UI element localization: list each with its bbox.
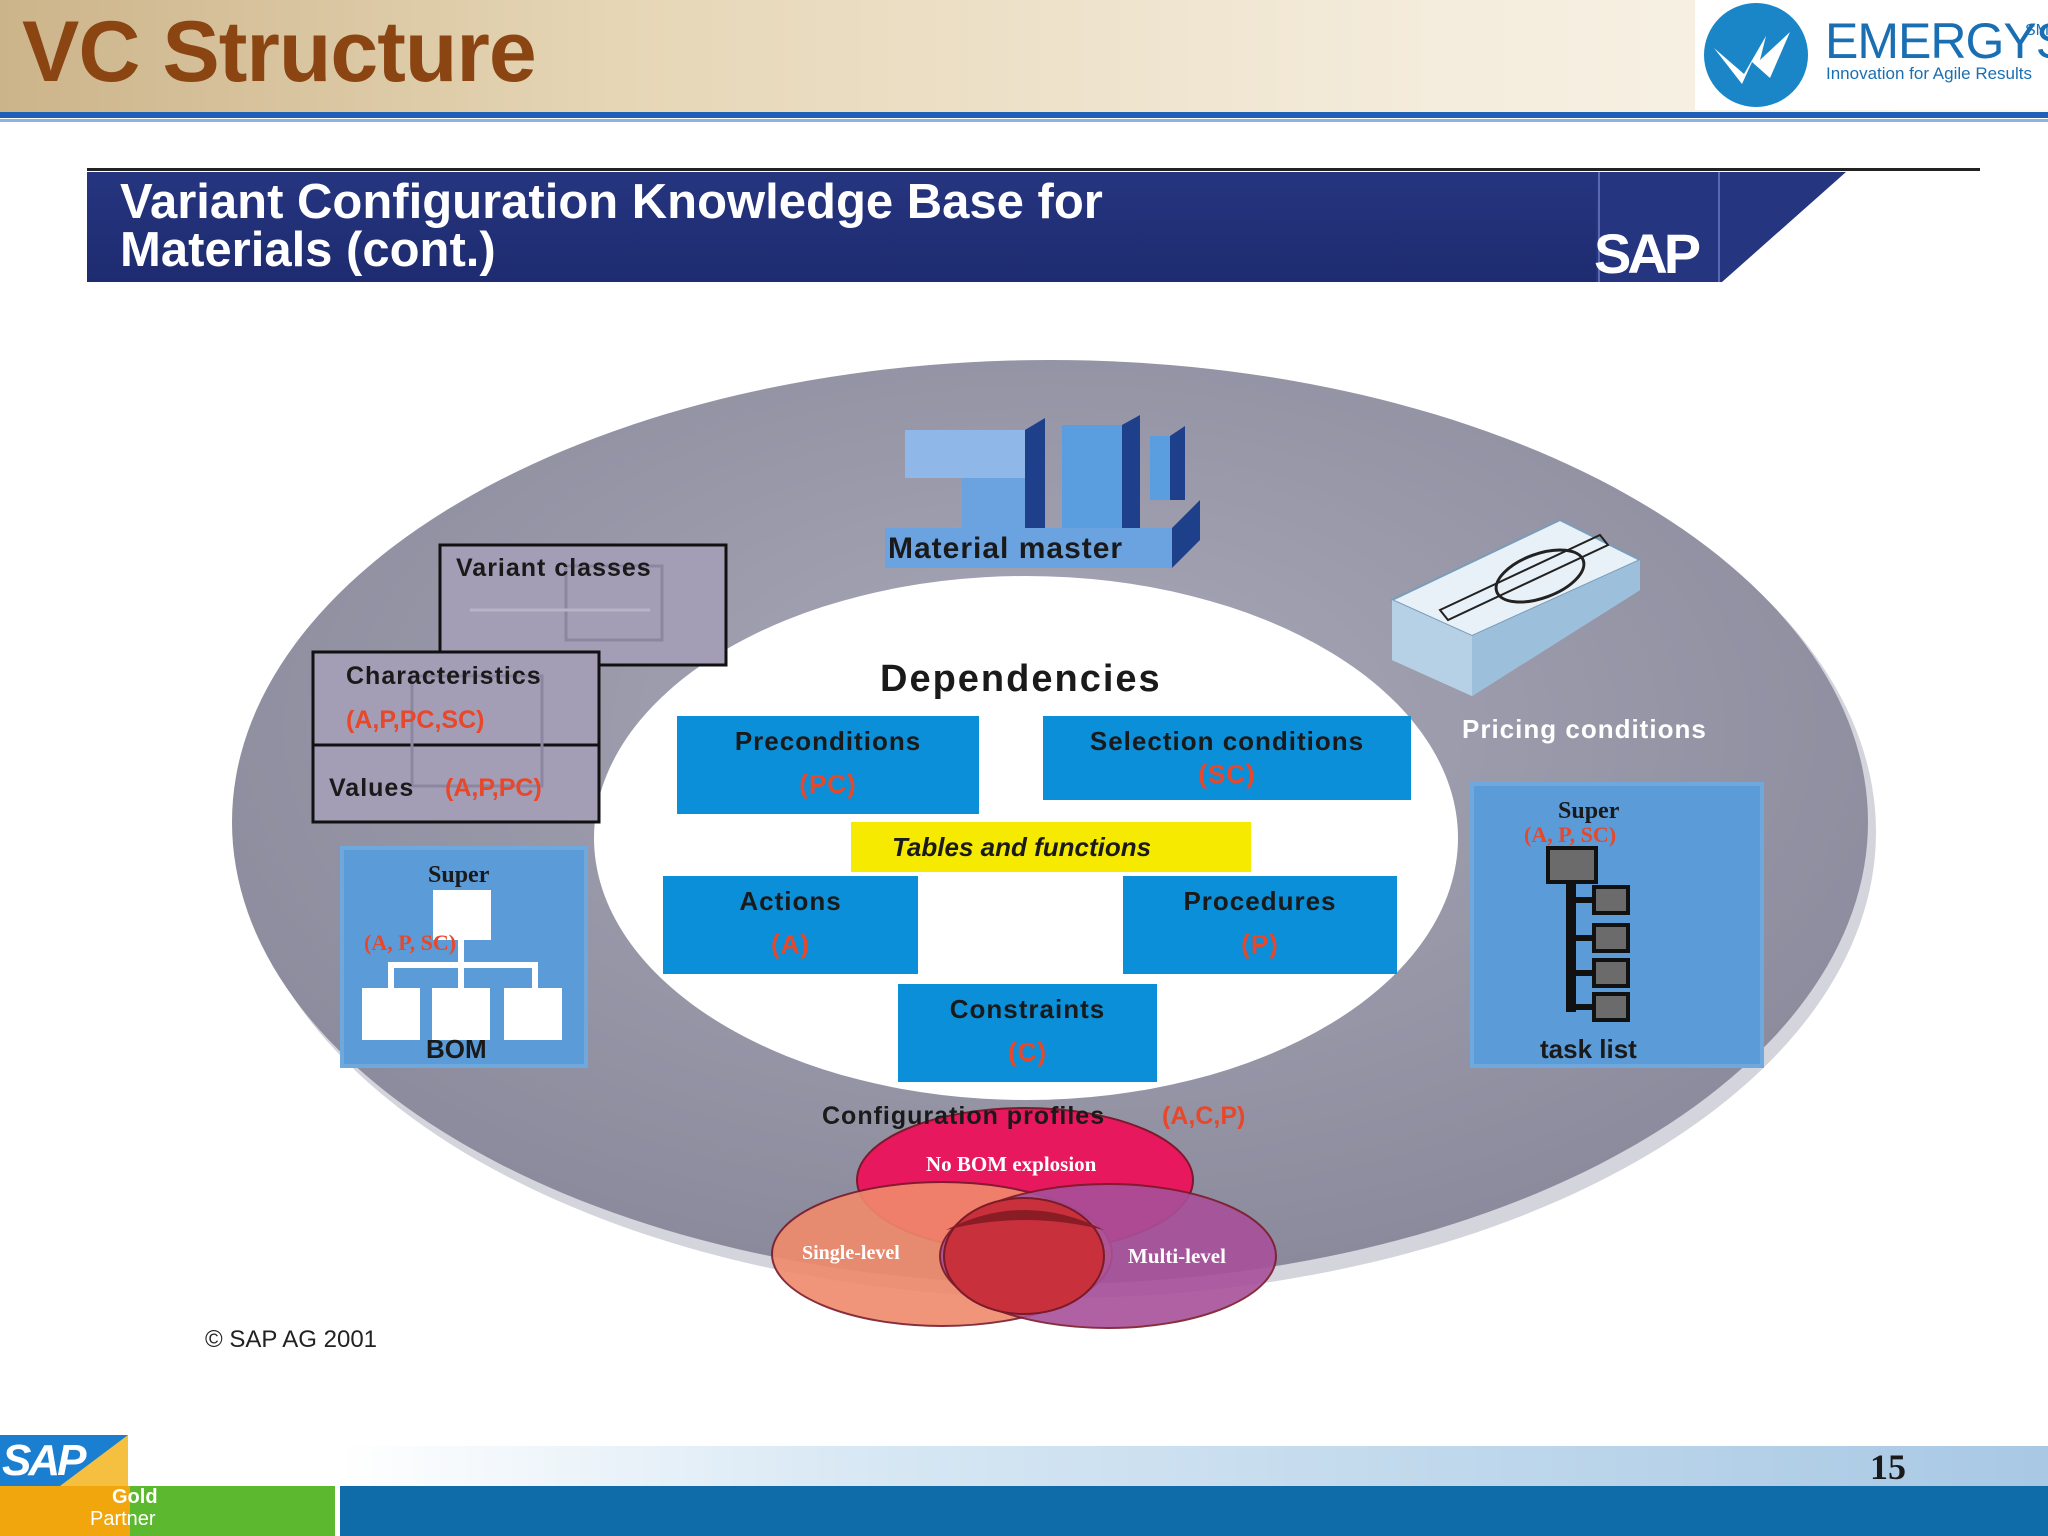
characteristics-codes: (A,P,PC,SC): [346, 706, 485, 734]
venn-multi-level-label: Multi-level: [1128, 1244, 1226, 1268]
preconditions-code: (PC): [799, 769, 857, 799]
configuration-venn: [771, 1107, 1277, 1329]
constraints-box: Constraints (C): [898, 984, 1157, 1082]
footer-bar: [340, 1486, 2048, 1536]
pricing-conditions-label: Pricing conditions: [1462, 714, 1707, 744]
content-banner: [87, 172, 1597, 282]
actions-box: Actions (A): [663, 876, 918, 974]
procedures-code: (P): [1241, 929, 1279, 959]
characteristics-label: Characteristics: [346, 662, 542, 690]
preconditions-label: Preconditions: [734, 726, 922, 756]
header-divider-light: [0, 119, 2048, 122]
logo-name: EMERGYS: [1825, 13, 2048, 69]
dependencies-title: Dependencies: [880, 658, 1162, 700]
actions-code: (A): [770, 929, 811, 959]
banner-top-rule: [87, 168, 1980, 171]
selection-conditions-code: (SC): [1198, 759, 1256, 789]
bom-tree-icon: [362, 890, 562, 1040]
bom-label: BOM: [426, 1034, 487, 1064]
sap-gold-partner-icon: [0, 1435, 130, 1536]
values-codes: (A,P,PC): [445, 774, 542, 802]
material-master-label: Material master: [888, 532, 1124, 565]
footer-partner-label: Partner: [90, 1508, 156, 1530]
footer-sap-logo: SAP: [2, 1436, 87, 1485]
preconditions-box: Preconditions (PC): [677, 716, 979, 814]
logo-service-mark: SM: [2025, 22, 2048, 39]
copyright-text: © SAP AG 2001: [205, 1326, 378, 1353]
footer-gold-label: Gold: [112, 1486, 158, 1508]
configuration-profiles-label: Configuration profiles: [822, 1102, 1106, 1130]
footer-gradient-band: [340, 1446, 2048, 1486]
banner-sap-logo: SAP: [1594, 222, 1701, 285]
constraints-label: Constraints: [949, 994, 1106, 1024]
material-master-icon: [885, 415, 1200, 568]
selection-conditions-box: Selection conditions (SC): [1043, 716, 1411, 800]
emergys-logo-mark-icon: [1704, 3, 1808, 107]
banner-title-line2: Materials (cont.): [120, 223, 496, 277]
task-list-label: task list: [1540, 1034, 1637, 1064]
variant-classes-label: Variant classes: [456, 554, 652, 582]
venn-single-level-label: Single-level: [802, 1242, 900, 1264]
task-list-codes: (A, P, SC): [1524, 822, 1617, 847]
tables-functions-highlight: [851, 822, 1251, 872]
task-list-tree-icon: [1546, 846, 1630, 1022]
procedures-label: Procedures: [1183, 886, 1337, 916]
banner-slant-icon: [1596, 172, 1846, 282]
header-divider: [0, 112, 2048, 118]
task-list-super-label: Super: [1558, 798, 1620, 824]
constraints-code: (C): [1007, 1037, 1048, 1067]
logo-tagline: Innovation for Agile Results: [1826, 64, 2033, 83]
characteristics-box: [311, 650, 601, 824]
slide-title: VC Structure: [22, 4, 537, 100]
values-label: Values: [329, 774, 415, 802]
money-stack-icon: [1389, 518, 1643, 696]
page-number: 15: [1870, 1447, 1906, 1487]
configuration-profiles-codes: (A,C,P): [1162, 1102, 1246, 1130]
selection-conditions-label: Selection conditions: [1089, 726, 1365, 756]
actions-label: Actions: [739, 886, 842, 916]
bom-codes: (A, P, SC): [364, 930, 457, 955]
procedures-box: Procedures (P): [1123, 876, 1397, 974]
venn-no-bom-label: No BOM explosion: [926, 1152, 1097, 1176]
bom-super-label: Super: [428, 862, 490, 888]
banner-title-line1: Variant Configuration Knowledge Base for: [120, 175, 1103, 229]
footer-green-band: [130, 1486, 335, 1536]
tables-functions-label: Tables and functions: [892, 832, 1152, 862]
